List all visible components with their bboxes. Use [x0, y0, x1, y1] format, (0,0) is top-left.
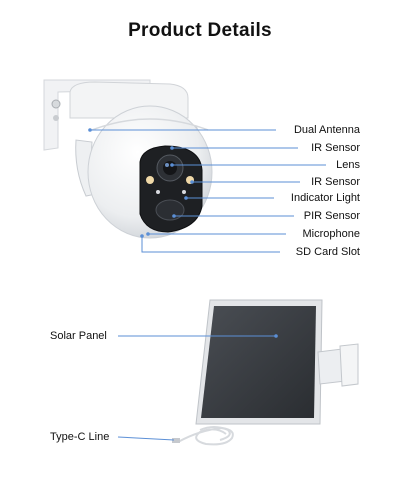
ir-led-left: [146, 176, 154, 184]
pir-window: [155, 199, 185, 221]
label-dual-antenna: Dual Antenna: [293, 124, 360, 136]
label-microphone: Microphone: [302, 228, 360, 240]
panel-wall-mount: [339, 343, 359, 387]
label-sd-card-slot: SD Card Slot: [295, 246, 360, 258]
indicator-dot: [182, 190, 186, 194]
label-ir-sensor-bottom: IR Sensor: [311, 176, 360, 188]
label-pir-sensor: PIR Sensor: [303, 210, 360, 222]
page-title: Product Details: [128, 20, 272, 41]
camera-front-face: [139, 145, 203, 233]
type-c-cable-shape: [177, 426, 234, 446]
label-indicator-light: Indicator Light: [290, 192, 360, 204]
callout-lines: [90, 129, 326, 253]
type-c-plug: [172, 438, 180, 443]
lens-glass: [163, 161, 177, 175]
label-lens: Lens: [336, 159, 360, 171]
label-ir-sensor-top: IR Sensor: [311, 142, 360, 154]
label-type-c-line: Type-C Line: [50, 431, 110, 443]
ir-dot: [156, 190, 160, 194]
callout-dots: [88, 128, 194, 238]
solar-panel-shape: [195, 299, 359, 425]
label-solar-panel: Solar Panel: [50, 330, 107, 342]
